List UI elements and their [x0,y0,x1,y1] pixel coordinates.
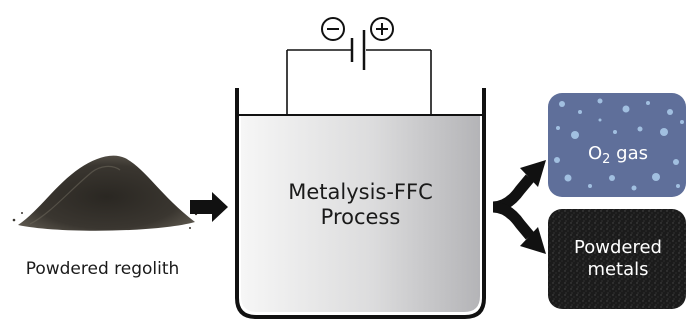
process-label-line2: Process [320,205,401,230]
positive-terminal-icon [370,17,394,41]
metals-label-line1: Powdered [574,237,662,258]
regolith-label: Powdered regolith [25,259,180,279]
process-label-line1: Metalysis-FFC [288,180,433,204]
oxygen-label-subscript: 2 [602,152,611,167]
regolith-pile-image [12,155,198,231]
negative-terminal-icon [321,17,345,41]
oxygen-label: O2 gas [548,143,687,167]
oxygen-label-suffix: gas [610,143,648,164]
oxygen-label-prefix: O [587,143,603,164]
input-arrow [190,192,228,222]
oxygen-output-box [548,93,686,197]
battery-symbol [350,30,366,70]
output-split-arrow [492,174,535,240]
metals-label-line2: metals [587,258,649,280]
electrical-circuit [286,49,432,115]
process-label: Metalysis-FFC Process [243,180,478,230]
metals-label: Powdered metals [548,237,687,280]
output-arrowhead-top [520,160,546,187]
metals-output-box [548,209,686,309]
electrochemical-cell [235,88,486,319]
output-arrowhead-bottom [520,227,546,254]
